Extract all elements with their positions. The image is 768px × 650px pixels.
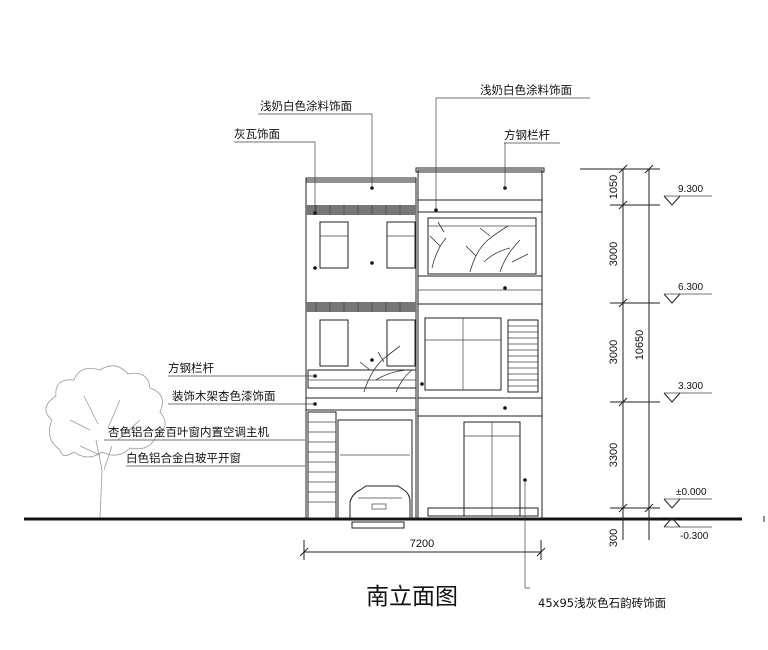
label-stone-tile: 45x95浅灰色石韵砖饰面	[538, 596, 666, 610]
right-building-block	[415, 167, 545, 519]
dim-seg-3: 3300	[608, 443, 620, 467]
dim-seg-4: 300	[608, 529, 620, 547]
width-dimension	[299, 540, 546, 560]
tree-outline	[45, 365, 166, 519]
elev-9300: 9.300	[678, 184, 703, 195]
label-sliding-window: 白色铝合金白玻平开窗	[126, 451, 241, 465]
dim-width: 7200	[410, 538, 434, 550]
elev-3300: 3.300	[678, 381, 703, 392]
dim-seg-1: 3000	[608, 242, 620, 266]
label-cream-paint-left: 浅奶白色涂料饰面	[260, 99, 352, 113]
label-steel-rail-mid: 方钢栏杆	[168, 361, 214, 375]
label-gray-tile: 灰瓦饰面	[234, 127, 280, 141]
elev-6300: 6.300	[678, 282, 703, 293]
elev-neg0300: -0.300	[680, 531, 709, 542]
dim-seg-0: 1050	[608, 175, 620, 199]
elev-0000: ±0.000	[676, 487, 707, 498]
vertical-dimensions	[580, 164, 660, 540]
dim-total-height: 10650	[634, 330, 646, 361]
label-steel-rail-top: 方钢栏杆	[504, 128, 550, 142]
elevation-markers	[663, 195, 712, 528]
dim-seg-2: 3000	[608, 340, 620, 364]
leader-lines	[104, 97, 590, 589]
label-wood-frame: 装饰木架杏色漆饰面	[172, 389, 276, 403]
label-louver-window: 杏色铝合金百叶窗内置空调主机	[108, 425, 269, 439]
drawing-title: 南立面图	[366, 584, 458, 610]
plants	[359, 221, 529, 393]
left-building-block	[305, 177, 417, 529]
label-cream-paint-right: 浅奶白色涂料饰面	[480, 83, 572, 97]
